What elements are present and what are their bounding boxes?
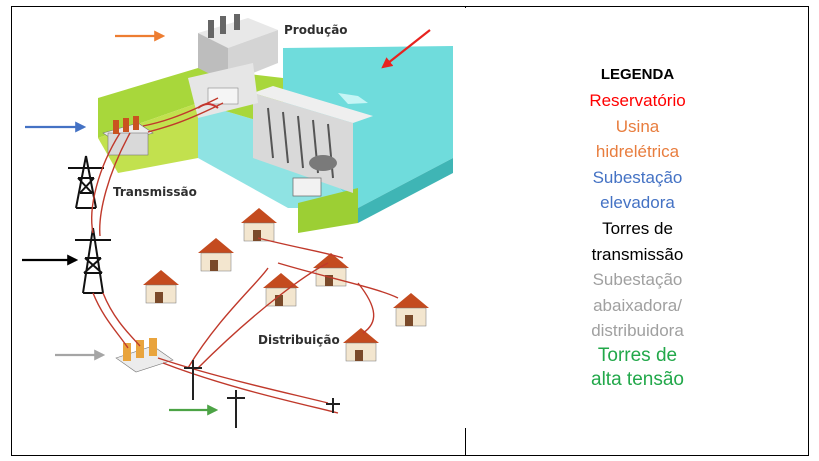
- dam: [253, 86, 373, 197]
- legend-title: LEGENDA: [600, 66, 675, 83]
- transmission-tower: [68, 155, 111, 294]
- legend: LEGENDA Reservatório Usina hidrelétrica …: [466, 64, 809, 392]
- high-voltage-pole: [184, 360, 340, 428]
- legend-item-power-plant: Usina hidrelétrica: [466, 114, 809, 165]
- legend-item-step-up-substation: Subestação elevadora: [466, 165, 809, 216]
- label-transmission: Transmissão: [113, 185, 197, 199]
- legend-item-high-voltage-towers: Torres de alta tensão: [466, 344, 809, 392]
- step-up-substation: [102, 116, 154, 156]
- legend-line: hidrelétrica: [595, 142, 680, 162]
- legend-line: Torres de: [597, 344, 678, 366]
- legend-line: Reservatório: [589, 91, 686, 110]
- legend-line: elevadora: [600, 193, 675, 213]
- legend-line: Torres de: [602, 218, 673, 238]
- step-down-substation: [115, 338, 174, 373]
- legend-line: Usina: [615, 116, 660, 136]
- houses: [143, 208, 429, 362]
- legend-item-transmission-towers: Torres de transmissão: [466, 216, 809, 267]
- legend-line: Subestação: [592, 270, 683, 290]
- legend-line: transmissão: [591, 244, 684, 264]
- power-lines: [91, 97, 399, 414]
- legend-item-reservoir: Reservatório: [466, 88, 809, 114]
- power-grid-illustration: Produção Transmissão Distribuição: [58, 8, 468, 428]
- label-distribution: Distribuição: [258, 333, 340, 347]
- table-frame: [11, 6, 809, 456]
- label-production: Produção: [284, 23, 348, 37]
- legend-line: abaixadora/: [593, 295, 682, 315]
- legend-line: distribuidora: [591, 321, 684, 341]
- power-plant: [188, 14, 278, 118]
- legend-line: Subestação: [592, 167, 683, 187]
- legend-line: alta tensão: [591, 368, 684, 390]
- legend-item-step-down-substation: Subestação abaixadora/ distribuidora: [466, 267, 809, 344]
